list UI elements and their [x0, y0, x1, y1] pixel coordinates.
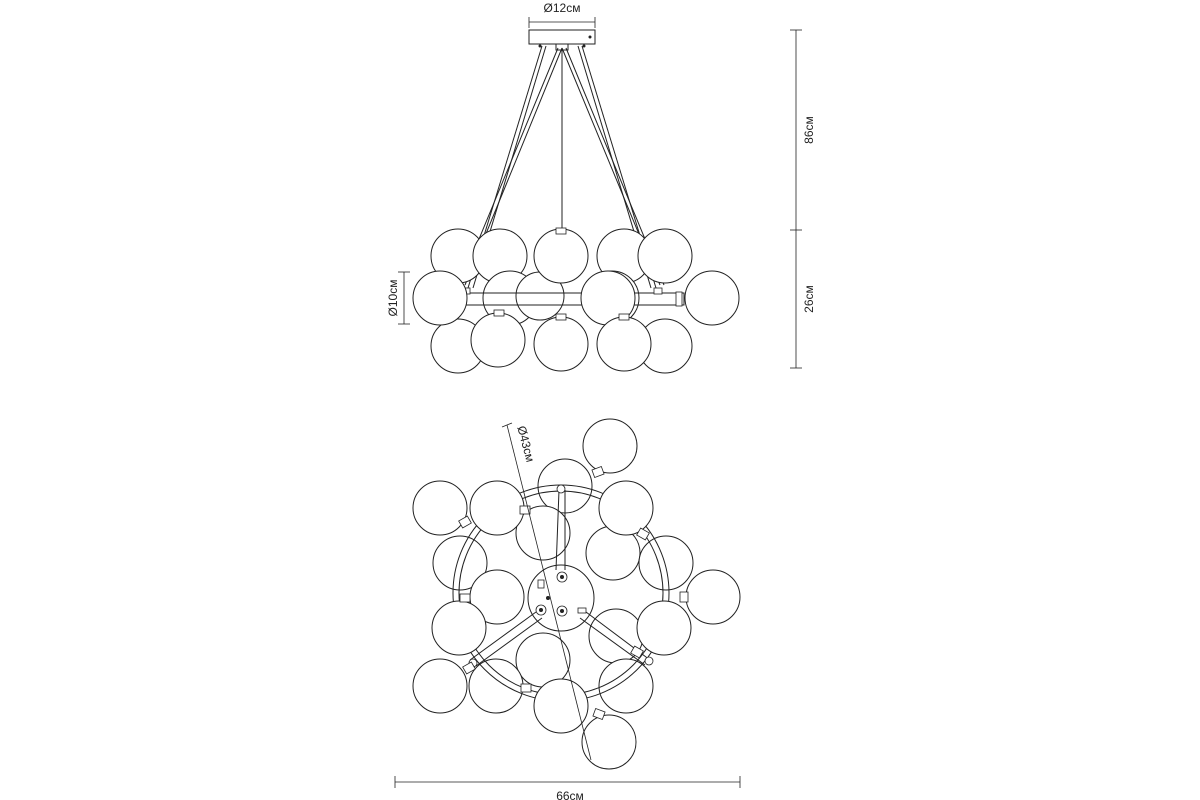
- top-globes-back: [432, 458, 694, 714]
- side-view: Ø12см: [386, 1, 816, 374]
- canopy-diameter-label: Ø12см: [544, 1, 581, 15]
- ring-diameter-label: Ø43см: [514, 424, 537, 463]
- drop-height-label: 86см: [802, 116, 816, 144]
- canopy-dimension: Ø12см: [528, 1, 596, 28]
- height-dimensions: 86см 26см: [790, 29, 816, 369]
- total-width-dimension: 66см: [394, 776, 741, 800]
- body-height-label: 26см: [802, 285, 816, 313]
- top-globes-front: [412, 418, 741, 770]
- top-view: Ø43см 66см: [394, 418, 741, 800]
- top-canopy: [527, 564, 595, 632]
- globe-dimension: Ø10см: [386, 271, 410, 325]
- side-globes-front: [412, 227, 740, 372]
- ceiling-canopy: [528, 29, 596, 51]
- globe-diameter-label: Ø10см: [386, 280, 400, 317]
- total-width-label: 66см: [556, 789, 584, 800]
- side-globes-back: [430, 228, 693, 374]
- frame-spokes: [468, 484, 654, 668]
